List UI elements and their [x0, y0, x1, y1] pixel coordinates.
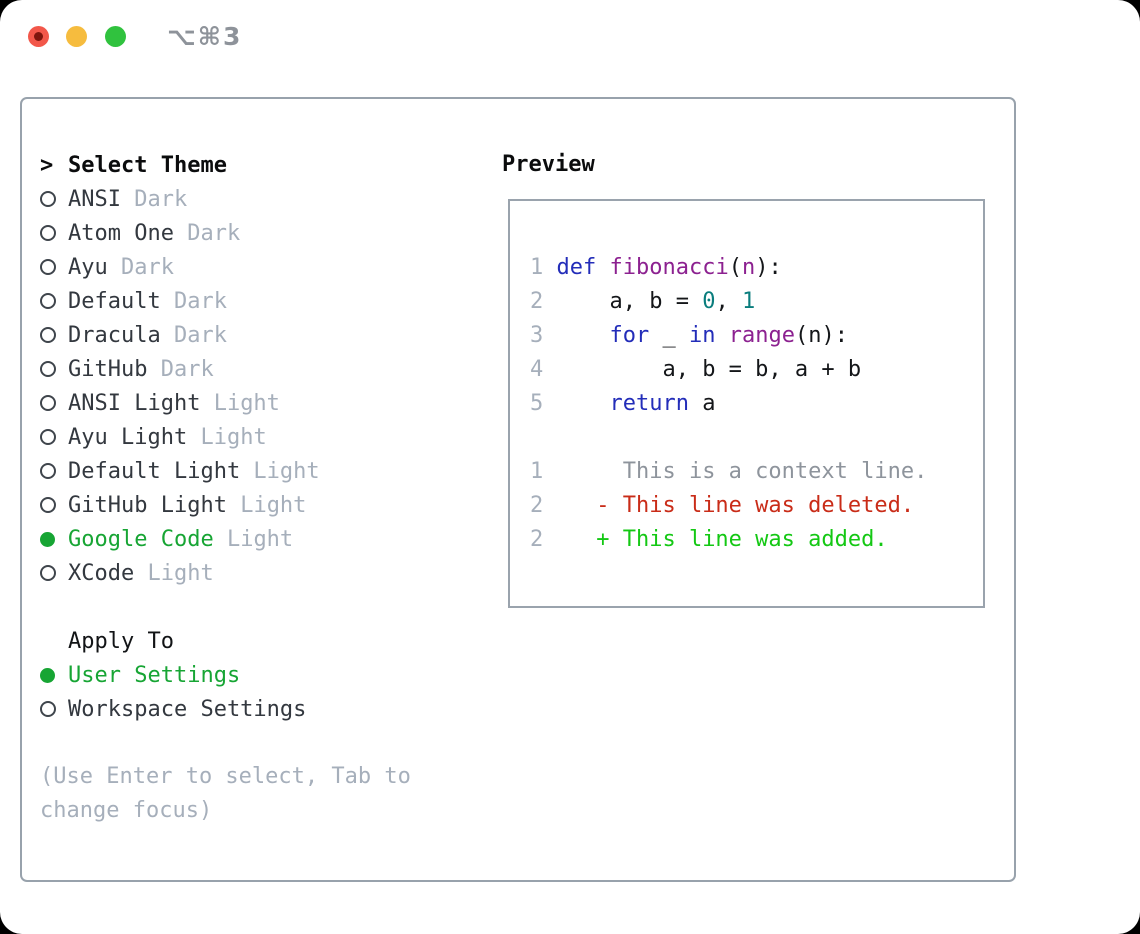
radio-icon [40, 225, 68, 241]
theme-item-ansi[interactable]: ANSI Dark [40, 182, 411, 216]
zoom-button[interactable] [105, 26, 126, 47]
preview-line [530, 421, 927, 455]
theme-name: XCode [68, 560, 135, 586]
theme-variant: Light [226, 492, 307, 518]
theme-item-dracula[interactable]: Dracula Dark [40, 318, 411, 352]
theme-name: Google Code [68, 526, 214, 552]
theme-item-ayu[interactable]: Ayu Dark [40, 250, 411, 284]
theme-item-github-light[interactable]: GitHub Light Light [40, 488, 411, 522]
theme-variant: Dark [173, 220, 241, 246]
preview-line: 5 return a [530, 391, 716, 416]
theme-item-label: Default Dark [68, 289, 227, 314]
preview-line: 1 def fibonacci(n): [530, 255, 782, 280]
preview-line: 3 for _ in range(n): [530, 323, 848, 348]
theme-item-default[interactable]: Default Dark [40, 284, 411, 318]
theme-variant: Dark [160, 288, 227, 314]
theme-variant: Dark [147, 356, 214, 382]
theme-name: ANSI [68, 186, 121, 212]
theme-variant: Light [213, 526, 294, 552]
radio-icon [40, 565, 68, 581]
theme-item-xcode[interactable]: XCode Light [40, 556, 411, 590]
window-titlebar: ⌥⌘3 [0, 0, 1140, 75]
theme-name: GitHub Light [68, 492, 227, 518]
theme-name: Atom One [68, 220, 174, 246]
apply-to-label: User Settings [68, 662, 241, 688]
radio-selected-icon [40, 667, 68, 683]
radio-icon [40, 701, 68, 717]
select-theme-heading: Select Theme [68, 152, 227, 178]
minimize-button[interactable] [66, 26, 87, 47]
apply-to-heading: Apply To [68, 628, 174, 654]
theme-name: GitHub [68, 356, 148, 382]
theme-item-label: Google Code Light [68, 527, 293, 552]
focus-cursor-icon: > [40, 152, 54, 178]
theme-item-ansi-light[interactable]: ANSI Light Light [40, 386, 411, 420]
theme-variant: Light [240, 458, 320, 484]
theme-item-label: GitHub Light Light [68, 493, 306, 518]
radio-icon [40, 463, 68, 479]
apply-to-label: Workspace Settings [68, 696, 307, 722]
apply-to-item-workspace-settings[interactable]: Workspace Settings [40, 692, 411, 726]
theme-item-label: Dracula Dark [68, 323, 227, 348]
radio-icon [40, 293, 68, 309]
theme-item-github[interactable]: GitHub Dark [40, 352, 411, 386]
radio-icon [40, 395, 68, 411]
theme-name: ANSI Light [68, 390, 201, 416]
radio-selected-icon [40, 531, 68, 547]
theme-item-label: XCode Light [68, 561, 214, 586]
apply-to-item-user-settings[interactable]: User Settings [40, 658, 411, 692]
spacer-row [40, 726, 411, 760]
theme-item-label: Default Light Light [68, 459, 320, 484]
theme-variant: Dark [160, 322, 227, 348]
preview-line: 4 a, b = b, a + b [530, 357, 862, 382]
preview-line: 2 - This line was deleted. [530, 493, 915, 518]
theme-item-label: ANSI Dark [68, 187, 187, 212]
theme-variant: Dark [107, 254, 174, 280]
theme-name: Ayu Light [68, 424, 188, 450]
preview-line: 2 a, b = 0, 1 [530, 289, 756, 314]
theme-item-label: ANSI Light Light [68, 391, 280, 416]
window-title: ⌥⌘3 [167, 22, 243, 51]
radio-icon [40, 429, 68, 445]
theme-name: Dracula [68, 322, 161, 348]
theme-item-default-light[interactable]: Default Light Light [40, 454, 411, 488]
code-preview: 1 def fibonacci(n): 2 a, b = 0, 1 3 for _ … [530, 251, 927, 557]
theme-variant: Light [200, 390, 280, 416]
theme-item-atom-one[interactable]: Atom One Dark [40, 216, 411, 250]
preview-line: 1 This is a context line. [530, 459, 928, 484]
spacer-row [40, 590, 411, 624]
apply-to-heading-row: Apply To [40, 624, 411, 658]
preview-line: 2 + This line was added. [530, 527, 888, 552]
theme-item-label: Atom One Dark [68, 221, 240, 246]
select-theme-heading-row: > Select Theme [40, 148, 411, 182]
theme-name: Default Light [68, 458, 241, 484]
radio-icon [40, 361, 68, 377]
theme-variant: Dark [120, 186, 188, 212]
radio-icon [40, 497, 68, 513]
radio-icon [40, 327, 68, 343]
theme-item-google-code[interactable]: Google Code Light [40, 522, 411, 556]
theme-item-label: GitHub Dark [68, 357, 214, 382]
unsaved-dot-icon [34, 32, 43, 41]
radio-icon [40, 191, 68, 207]
theme-item-label: Ayu Dark [68, 255, 174, 280]
close-button[interactable] [28, 26, 49, 47]
radio-icon [40, 259, 68, 275]
theme-item-label: Ayu Light Light [68, 425, 267, 450]
theme-item-ayu-light[interactable]: Ayu Light Light [40, 420, 411, 454]
preview-heading: Preview [502, 152, 595, 177]
preview-box: 1 def fibonacci(n): 2 a, b = 0, 1 3 for _ … [508, 199, 985, 608]
theme-name: Default [68, 288, 161, 314]
hint-text-line-2: change focus) [40, 798, 213, 823]
theme-name: Ayu [68, 254, 108, 280]
theme-variant: Light [134, 560, 214, 586]
hint-text-line-1: (Use Enter to select, Tab to [40, 764, 411, 789]
theme-variant: Light [187, 424, 267, 450]
